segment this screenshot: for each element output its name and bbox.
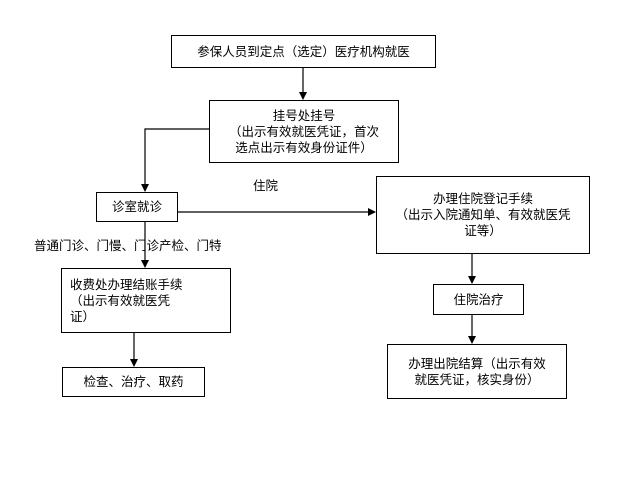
- inpatient-edge-label: 住院: [253, 178, 279, 193]
- admission-note-line-1: （出示入院通知单、有效就医凭: [395, 207, 571, 222]
- admission-note-line-2: 证等）: [464, 223, 502, 238]
- fee-office-note-line-2: 证）: [70, 308, 96, 324]
- fee-office-title: 收费处办理结账手续: [70, 276, 183, 292]
- discharge-line-1: 办理出院结算（出示有效: [408, 355, 546, 371]
- discharge-node: 办理出院结算（出示有效 就医凭证，核实身份）: [387, 344, 567, 399]
- registration-node: 挂号处挂号 （出示有效就医凭证，首次 选点出示有效身份证件）: [209, 100, 399, 163]
- registration-title: 挂号处挂号: [272, 107, 336, 123]
- fee-office-node: 收费处办理结账手续 （出示有效就医凭 证）: [61, 268, 231, 333]
- outpatient-edge-label: 普通门诊、门慢、门诊产检、门特: [34, 238, 222, 253]
- exam-node: 检查、治疗、取药: [62, 367, 205, 397]
- inpatient-treatment-text: 住院治疗: [453, 291, 504, 307]
- clinic-node-text: 诊室就诊: [111, 199, 162, 214]
- clinic-node: 诊室就诊: [96, 192, 178, 222]
- start-node-text: 参保人员到定点（选定）医疗机构就医: [197, 43, 410, 59]
- admission-node: 办理住院登记手续 （出示入院通知单、有效就医凭 证等）: [376, 176, 590, 254]
- inpatient-treatment-node: 住院治疗: [433, 284, 524, 315]
- discharge-line-2: 就医凭证，核实身份）: [414, 371, 540, 387]
- admission-title: 办理住院登记手续: [432, 191, 533, 206]
- arrow-registration-to-clinic: [141, 128, 209, 192]
- registration-note-line-1: （出示有效就医凭证，首次: [228, 123, 379, 139]
- registration-note-line-2: 选点出示有效身份证件）: [235, 139, 373, 155]
- fee-office-note-line-1: （出示有效就医凭: [70, 292, 171, 308]
- exam-node-text: 检查、治疗、取药: [83, 374, 184, 389]
- start-node: 参保人员到定点（选定）医疗机构就医: [171, 35, 436, 68]
